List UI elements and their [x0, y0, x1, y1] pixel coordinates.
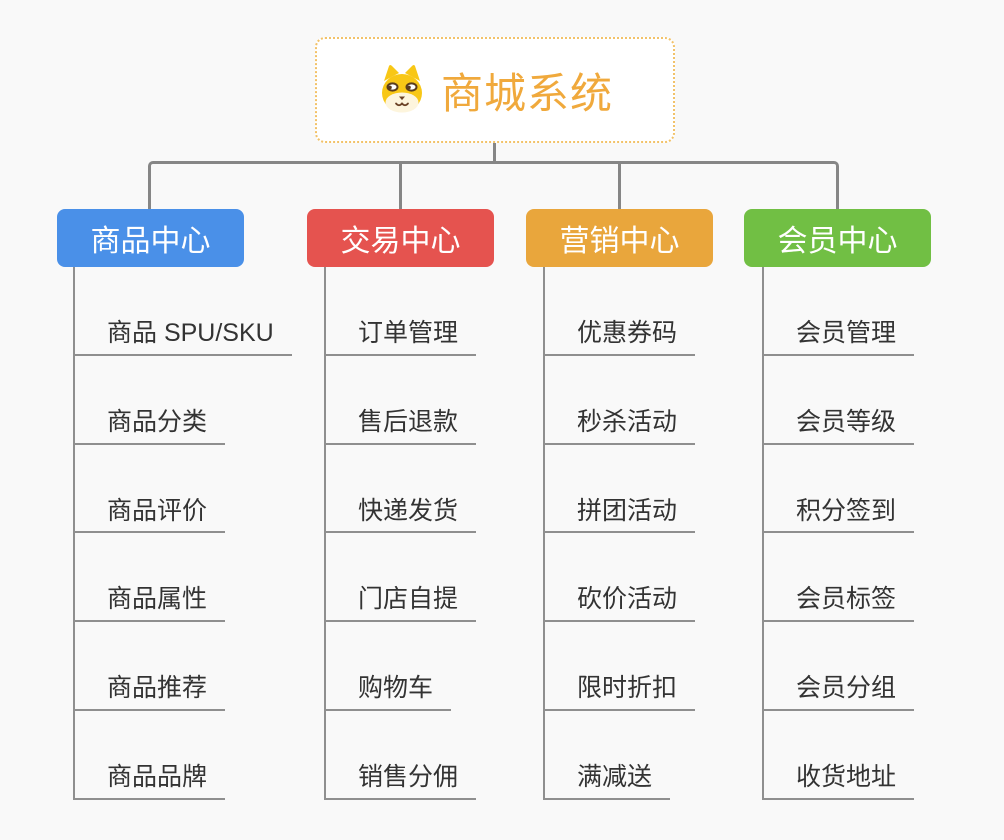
subtopic-label: 会员分组: [762, 674, 915, 711]
subtopic-label: 商品品牌: [73, 763, 226, 800]
root-connector: [493, 141, 496, 163]
subtopic[interactable]: 商品推荐: [73, 622, 292, 711]
subtopic-label: 购物车: [324, 674, 452, 711]
branch-connector-rail: [148, 161, 839, 210]
subtopic-column-marketing: 优惠券码 秒杀活动 拼团活动 砍价活动 限时折扣 满减送: [543, 267, 696, 800]
branch-topic-marketing-center[interactable]: 营销中心: [526, 209, 713, 267]
subtopic-label: 积分签到: [762, 497, 915, 534]
subtopic-label: 快递发货: [324, 497, 477, 534]
column-connector-line: [324, 267, 326, 800]
subtopic-label: 砍价活动: [543, 585, 696, 623]
subtopic-label: 优惠券码: [543, 319, 696, 356]
subtopic[interactable]: 秒杀活动: [543, 356, 696, 445]
subtopic-label: 商品推荐: [73, 674, 226, 711]
subtopic[interactable]: 商品属性: [73, 533, 292, 623]
branch-connector-drop: [399, 164, 402, 210]
subtopic[interactable]: 收货地址: [762, 711, 915, 800]
subtopic[interactable]: 会员标签: [762, 533, 915, 623]
subtopic-label: 商品属性: [73, 585, 226, 623]
subtopic-label: 会员标签: [762, 585, 915, 623]
subtopic[interactable]: 商品品牌: [73, 711, 292, 800]
subtopic[interactable]: 订单管理: [324, 267, 477, 356]
column-connector-line: [762, 267, 764, 800]
subtopic[interactable]: 限时折扣: [543, 622, 696, 711]
subtopic[interactable]: 商品 SPU/SKU: [73, 267, 292, 356]
branch-connector-drop: [618, 164, 621, 210]
subtopic-label: 会员等级: [762, 408, 915, 445]
branch-topic-member-center[interactable]: 会员中心: [744, 209, 931, 267]
column-connector-line: [73, 267, 75, 800]
subtopic-label: 商品 SPU/SKU: [73, 319, 292, 356]
subtopic-label: 订单管理: [324, 319, 477, 356]
subtopic-column-member: 会员管理 会员等级 积分签到 会员标签 会员分组 收货地址: [762, 267, 915, 800]
subtopic[interactable]: 快递发货: [324, 445, 477, 534]
subtopic[interactable]: 会员管理: [762, 267, 915, 356]
subtopic-column-product: 商品 SPU/SKU 商品分类 商品评价 商品属性 商品推荐 商品品牌: [73, 267, 292, 800]
subtopic[interactable]: 门店自提: [324, 533, 477, 623]
subtopic[interactable]: 积分签到: [762, 445, 915, 534]
column-connector-line: [543, 267, 545, 800]
subtopic[interactable]: 销售分佣: [324, 711, 477, 800]
subtopic[interactable]: 优惠券码: [543, 267, 696, 356]
subtopic-label: 限时折扣: [543, 674, 696, 711]
root-topic-title: 商城系统: [440, 69, 613, 117]
subtopic-label: 会员管理: [762, 319, 915, 356]
dog-face-icon: [377, 63, 427, 117]
subtopic-label: 秒杀活动: [543, 408, 696, 445]
subtopic[interactable]: 满减送: [543, 711, 695, 800]
subtopic-label: 门店自提: [324, 585, 477, 623]
subtopic-label: 满减送: [543, 763, 671, 800]
branch-topic-trade-center[interactable]: 交易中心: [307, 209, 494, 267]
subtopic[interactable]: 售后退款: [324, 356, 477, 445]
subtopic[interactable]: 会员分组: [762, 622, 915, 711]
subtopic-label: 拼团活动: [543, 497, 696, 534]
subtopic[interactable]: 拼团活动: [543, 445, 696, 534]
subtopic-label: 收货地址: [762, 763, 915, 800]
subtopic-label: 商品评价: [73, 497, 226, 534]
subtopic[interactable]: 砍价活动: [543, 533, 696, 623]
subtopic-label: 商品分类: [73, 408, 226, 445]
subtopic-label: 销售分佣: [324, 763, 477, 800]
root-topic[interactable]: 商城系统: [315, 37, 675, 143]
subtopic[interactable]: 商品评价: [73, 445, 292, 534]
subtopic[interactable]: 会员等级: [762, 356, 915, 445]
subtopic-label: 售后退款: [324, 408, 477, 445]
branch-topic-product-center[interactable]: 商品中心: [57, 209, 244, 267]
subtopic-column-trade: 订单管理 售后退款 快递发货 门店自提 购物车 销售分佣: [324, 267, 477, 800]
subtopic[interactable]: 购物车: [324, 622, 476, 711]
subtopic[interactable]: 商品分类: [73, 356, 292, 445]
